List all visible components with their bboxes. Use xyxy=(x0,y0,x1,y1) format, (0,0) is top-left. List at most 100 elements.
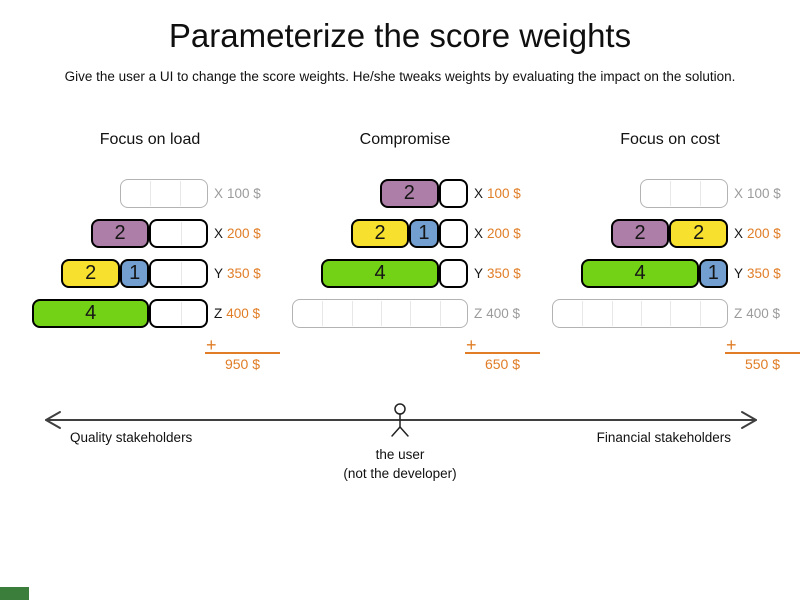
weight-letter: Z xyxy=(214,306,223,321)
weight-amount: 400 $ xyxy=(746,306,781,321)
weight-letter: X xyxy=(734,186,744,201)
panel-total: +650 $ xyxy=(465,335,540,374)
weight-amount: 400 $ xyxy=(486,306,521,321)
weight-amount: 200 $ xyxy=(747,226,781,241)
weight-amount: 200 $ xyxy=(487,226,521,241)
cell-divider xyxy=(582,301,584,326)
empty-cells xyxy=(552,299,728,328)
weight-letter: X xyxy=(734,226,744,241)
weight-letter: X xyxy=(214,186,224,201)
empty-cells xyxy=(640,179,728,208)
weight-amount: 350 $ xyxy=(487,266,521,281)
weight-amount: 350 $ xyxy=(747,266,781,281)
cell-divider xyxy=(322,301,324,326)
empty-cells xyxy=(149,259,208,288)
double-arrow-icon xyxy=(45,411,757,429)
cell-divider xyxy=(439,301,441,326)
weight-letter: Y xyxy=(474,266,484,281)
weight-block-green: 4 xyxy=(32,299,150,328)
weight-amount: 400 $ xyxy=(226,306,261,321)
cell-divider xyxy=(410,301,412,326)
cell-divider xyxy=(611,301,613,326)
plus-sign: + xyxy=(466,335,477,355)
weight-row-x-1: 2 xyxy=(380,179,468,208)
cell-divider xyxy=(699,301,701,326)
page-title: Parameterize the score weights xyxy=(168,17,632,54)
weight-letter: X xyxy=(214,226,224,241)
weight-amount: 100 $ xyxy=(747,186,781,201)
cell-divider xyxy=(351,301,353,326)
user-stick-figure-icon xyxy=(391,403,409,437)
weight-row-z-4: 4 xyxy=(32,299,208,328)
cell-divider xyxy=(699,181,701,206)
plus-sign: + xyxy=(726,335,737,355)
weight-block-purple: 2 xyxy=(90,219,150,248)
cell-divider xyxy=(180,222,182,245)
weight-row-x-1 xyxy=(640,179,728,208)
weight-row-y-3: 4 xyxy=(321,259,468,288)
sum-line xyxy=(725,352,800,354)
weight-row-x-1 xyxy=(120,179,208,208)
column-header: Focus on load xyxy=(99,131,201,148)
weight-block-yellow: 2 xyxy=(669,219,728,248)
empty-cells xyxy=(149,219,208,248)
weight-letter: Z xyxy=(474,306,483,321)
empty-cells xyxy=(120,179,208,208)
weight-row-x-2: 2 xyxy=(90,219,208,248)
weight-block-yellow: 2 xyxy=(61,259,120,288)
weight-block-yellow: 2 xyxy=(350,219,410,248)
page-subtitle: Give the user a UI to change the score w… xyxy=(64,69,736,84)
cell-divider xyxy=(670,301,672,326)
weight-amount: 200 $ xyxy=(227,226,261,241)
total-value: 650 $ xyxy=(484,356,521,372)
weight-block-blue: 1 xyxy=(698,259,728,288)
empty-cells xyxy=(292,299,468,328)
financial-stakeholders-label: Financial stakeholders xyxy=(596,430,731,445)
weight-block-purple: 2 xyxy=(380,179,439,208)
panel-total: +550 $ xyxy=(725,335,800,374)
weight-row-z-4 xyxy=(552,299,728,328)
cell-divider xyxy=(641,301,642,326)
cell-divider xyxy=(670,181,672,206)
cell-divider xyxy=(180,302,182,325)
total-value: 550 $ xyxy=(744,356,781,372)
weight-letter: Y xyxy=(214,266,224,281)
weight-block-blue: 1 xyxy=(120,259,150,288)
weight-amount: 350 $ xyxy=(227,266,261,281)
user-label-line2: (not the developer) xyxy=(343,466,457,481)
weight-letter: X xyxy=(474,226,484,241)
cell-divider xyxy=(180,262,182,285)
empty-cells xyxy=(438,219,468,248)
total-value: 950 $ xyxy=(224,356,261,372)
stakeholder-axis xyxy=(45,403,757,437)
plus-sign: + xyxy=(206,335,217,355)
weight-letter: Z xyxy=(734,306,743,321)
empty-cells xyxy=(149,299,208,328)
user-label-line1: the user xyxy=(375,447,425,462)
cell-divider xyxy=(381,301,382,326)
column-header: Focus on cost xyxy=(620,131,720,148)
weight-letter: Y xyxy=(734,266,744,281)
weight-block-blue: 1 xyxy=(409,219,439,248)
sum-line xyxy=(465,352,540,354)
footer-accent xyxy=(0,587,29,600)
weight-letter: X xyxy=(474,186,484,201)
weight-amount: 100 $ xyxy=(487,186,521,201)
quality-stakeholders-label: Quality stakeholders xyxy=(70,430,193,445)
empty-cells xyxy=(438,259,468,288)
panel-total: +950 $ xyxy=(205,335,280,374)
